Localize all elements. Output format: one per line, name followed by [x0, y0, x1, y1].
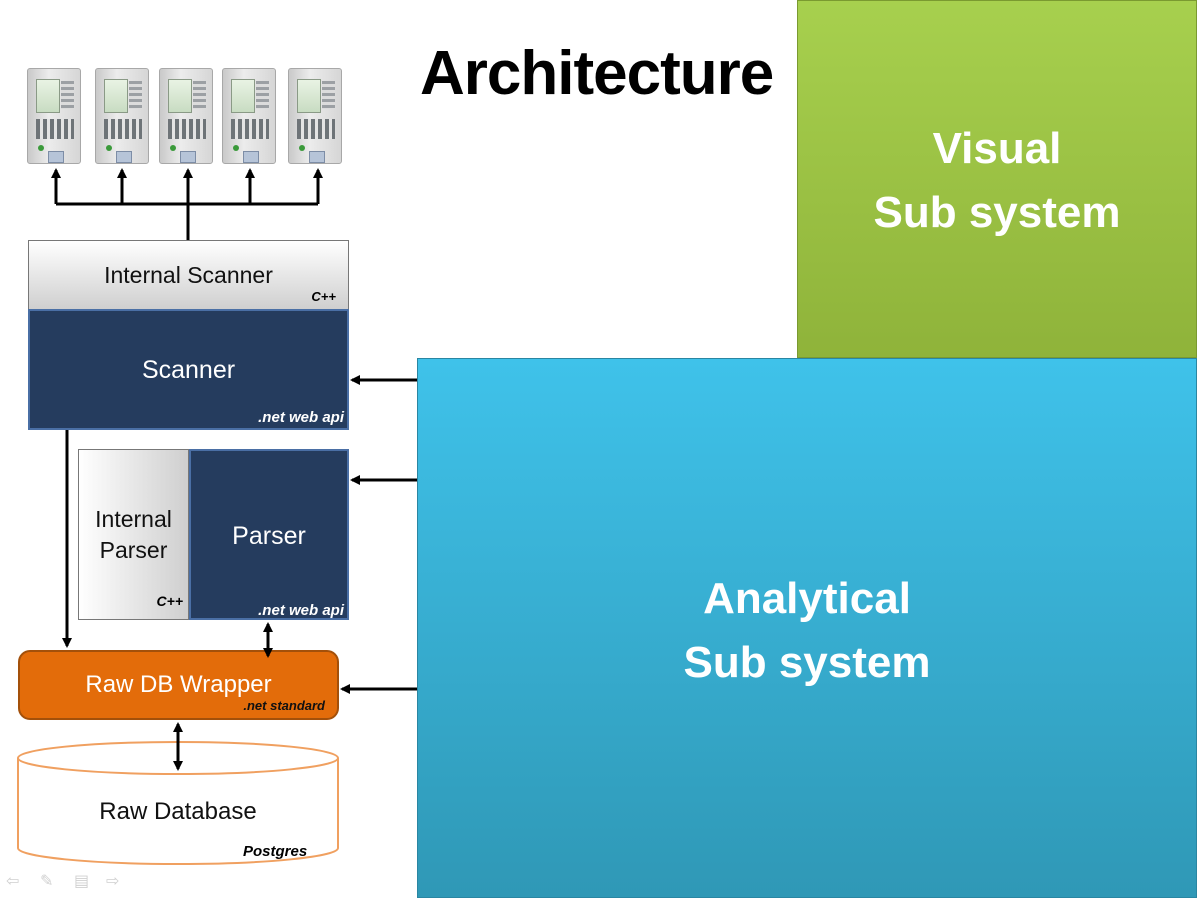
relay-device-4: [222, 68, 276, 164]
raw-db-wrapper-label: Raw DB Wrapper: [85, 671, 272, 698]
raw-db-wrapper-box: Raw DB Wrapper .net standard: [18, 650, 339, 720]
analytical-subsystem-line2: Sub system: [683, 638, 931, 687]
visual-subsystem-line1: Visual: [932, 124, 1062, 173]
parser-label: Parser: [232, 522, 306, 550]
relay-device-5: [288, 68, 342, 164]
internal-parser-line1: Internal: [95, 506, 172, 532]
analytical-arrows: [340, 375, 417, 694]
analytical-subsystem-box: Analytical Sub system: [417, 358, 1197, 898]
internal-scanner-box: Internal Scanner C++: [28, 240, 349, 310]
next-slide-icon[interactable]: ⇨: [106, 873, 120, 890]
device-bus: [51, 168, 323, 240]
raw-database-tag: Postgres: [243, 843, 308, 860]
scanner-tag: .net web api: [258, 409, 344, 426]
visual-subsystem-box: Visual Sub system: [797, 0, 1197, 358]
pen-icon[interactable]: ✎: [40, 873, 54, 890]
scanner-box: Scanner .net web api: [28, 309, 349, 430]
relay-device-1: [27, 68, 81, 164]
previous-slide-icon[interactable]: ⇦: [6, 873, 20, 890]
raw-db-wrapper-tag: .net standard: [243, 698, 325, 713]
internal-parser-line2: Parser: [99, 537, 168, 563]
internal-scanner-tag: C++: [311, 289, 336, 304]
scanner-label: Scanner: [141, 356, 236, 384]
visual-subsystem-line2: Sub system: [873, 188, 1121, 237]
analytical-subsystem-line1: Analytical: [703, 574, 911, 623]
relay-device-2: [95, 68, 149, 164]
parser-tag: .net web api: [258, 602, 344, 619]
internal-scanner-label: Internal Scanner: [104, 262, 273, 288]
page-title: Architecture: [420, 39, 774, 108]
internal-parser-tag: C++: [156, 593, 183, 609]
internal-parser-box: Internal Parser C++: [78, 449, 189, 620]
raw-database-label: Raw Database: [99, 798, 257, 825]
parser-box: Parser .net web api: [189, 449, 349, 620]
relay-device-3: [159, 68, 213, 164]
menu-icon[interactable]: ▤: [74, 873, 90, 890]
